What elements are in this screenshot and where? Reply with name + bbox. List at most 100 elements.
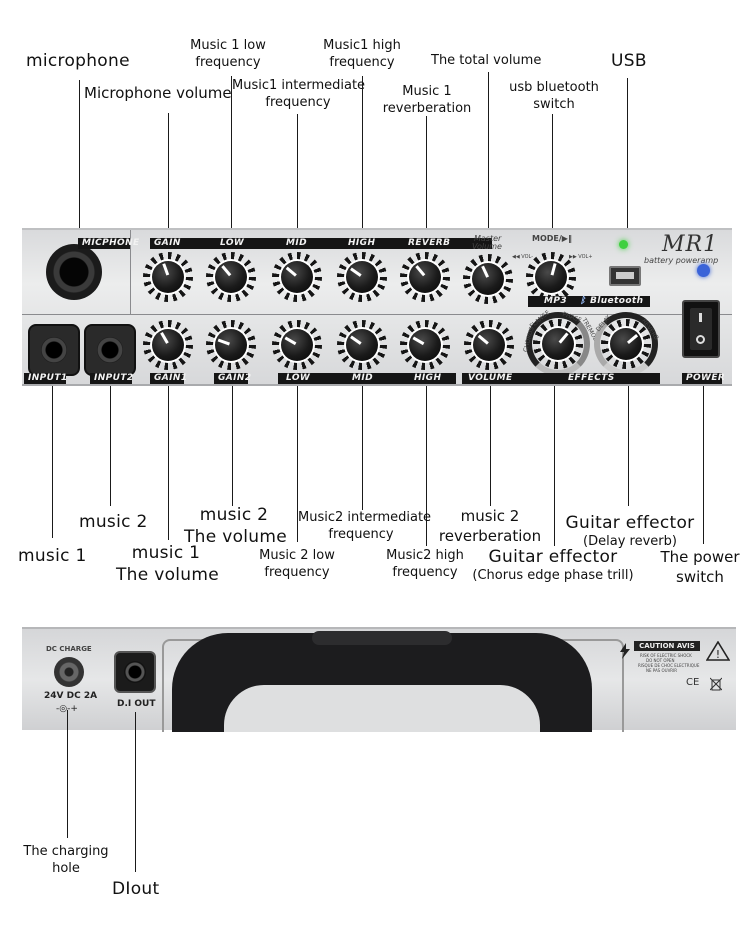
label-high2: HIGH [414, 373, 442, 383]
volume2-knob[interactable] [464, 320, 514, 370]
svg-text:!: ! [716, 648, 720, 661]
bluetooth-icon: ᛒ [580, 296, 586, 306]
leader-music2 [110, 386, 112, 506]
leader-mic-volume [168, 113, 170, 249]
leader-total-volume [488, 72, 490, 252]
usb-led [619, 240, 628, 249]
master-volume-knob[interactable] [463, 254, 513, 304]
low2-knob[interactable] [272, 320, 322, 370]
low-knob[interactable] [206, 252, 256, 302]
callout-music1-volume: music 1 The volume [116, 542, 219, 586]
input2-jack[interactable] [84, 324, 136, 376]
label-low: LOW [220, 238, 245, 248]
brand-logo: MR1 [662, 232, 719, 257]
label-master-volume: Volume [472, 242, 502, 251]
carry-handle[interactable] [172, 631, 592, 732]
leader-usb-bt [552, 114, 554, 244]
callout-music2-low: Music 2 low frequency [252, 548, 342, 582]
label-master: Master [474, 234, 502, 243]
reverb-knob[interactable] [400, 252, 450, 302]
callout-music2-reverb-line2: reverberation [438, 526, 542, 545]
leader-power [703, 386, 705, 544]
leader-music2-volume [232, 386, 234, 506]
label-mid2: MID [352, 373, 373, 383]
back-panel: DC CHARGE 24V DC 2A -◎-+ D.I OUT CAUTION… [22, 627, 736, 732]
leader-music2-high [426, 386, 428, 546]
callout-usb-bluetooth-line1: usb bluetooth [509, 80, 599, 95]
power-led [697, 264, 710, 277]
input1-jack[interactable] [28, 324, 80, 376]
leader-music2-low [297, 386, 299, 542]
callout-usb: USB [611, 51, 647, 71]
callout-power-switch: The power switch [656, 548, 744, 587]
callout-usb-bluetooth-line2: switch [533, 96, 575, 112]
callout-music1-reverb-line1: Music 1 [402, 84, 452, 99]
callout-music1-volume-line2: The volume [116, 565, 219, 586]
callout-music2-volume-line1: music 2 [199, 505, 269, 525]
callout-music2-high-line1: Music2 high [386, 548, 464, 563]
mp3-bluetooth-bar: MP3 ᛒ Bluetooth [528, 296, 650, 307]
mid-knob[interactable] [272, 252, 322, 302]
gain2-knob[interactable] [206, 320, 256, 370]
high-knob[interactable] [337, 252, 387, 302]
di-out-jack[interactable] [114, 651, 156, 693]
callout-power-line2: switch [676, 567, 724, 586]
gain1-knob[interactable] [143, 320, 193, 370]
callout-music1-intermediate: Music1 intermediate frequency [232, 78, 366, 112]
label-input1: INPUT1 [24, 373, 67, 384]
leader-diout [135, 712, 137, 872]
label-gain2: GAIN2 [214, 373, 251, 384]
leader-music1 [52, 386, 54, 538]
top-label-bar: GAIN LOW MID HIGH REVERB [150, 238, 492, 249]
eq2-label-bar: LOW MID HIGH [278, 373, 456, 384]
volume-effects-bar: VOLUME EFFECTS [462, 373, 660, 384]
callout-music1-low: Music 1 low frequency [178, 38, 278, 72]
callout-usb-bluetooth: usb bluetooth switch [502, 80, 606, 114]
callout-charging-line1: The charging [23, 844, 109, 859]
callout-music2-low-line2: frequency [264, 564, 330, 580]
label-di-out: D.I OUT [117, 699, 156, 709]
mode-knob[interactable] [526, 252, 576, 302]
callout-total-volume: The total volume [431, 53, 542, 68]
leader-guitar-delay [628, 386, 630, 506]
callout-music2-high-line2: frequency [392, 564, 458, 580]
callout-music1-low-line2: frequency [195, 54, 261, 70]
callout-microphone-volume: Microphone volume [84, 84, 232, 102]
usb-port[interactable] [609, 266, 641, 286]
callout-music1-high-line2: frequency [329, 54, 395, 70]
delay-effect-knob[interactable] [601, 319, 651, 369]
callout-charging-line2: hole [52, 860, 80, 876]
warning-text-3: RISQUE DE CHOC ELECTRIQUE [638, 663, 700, 668]
callout-music1-intermediate-line1: Music1 intermediate [232, 78, 366, 93]
leader-music1-volume [168, 386, 170, 540]
callout-music2-intermediate: Music2 intermediate frequency [298, 510, 431, 544]
label-reverb: REVERB [408, 238, 451, 248]
callout-microphone: microphone [26, 51, 130, 71]
callout-music1-volume-line1: music 1 [131, 543, 201, 563]
leader-music2-reverb [490, 386, 492, 506]
microphone-jack[interactable] [46, 244, 102, 300]
power-switch[interactable] [682, 300, 720, 358]
callout-diout: DIout [112, 879, 160, 899]
charging-port[interactable] [54, 657, 84, 687]
callout-music1: music 1 [18, 546, 87, 566]
callout-music1-reverb-line2: reverberation [382, 100, 472, 116]
brand-subtitle: battery poweramp [644, 256, 719, 265]
ce-mark: CE [686, 677, 700, 688]
mid2-knob[interactable] [337, 320, 387, 370]
callout-guitar-chorus: Guitar effector (Chorus edge phase trill… [468, 546, 638, 585]
front-panel: MICPHONE GAIN LOW MID HIGH REVERB Master… [22, 228, 732, 386]
callout-guitar-delay: Guitar effector (Delay reverb) [562, 512, 698, 551]
callout-guitar-chorus-line1: Guitar effector [488, 547, 618, 567]
label-gain: GAIN [154, 238, 181, 248]
gain-knob[interactable] [143, 252, 193, 302]
callout-music2-low-line1: Music 2 low [259, 548, 335, 563]
polarity-icon: -◎-+ [56, 704, 78, 714]
high2-knob[interactable] [400, 320, 450, 370]
chorus-effect-knob[interactable] [533, 319, 583, 369]
label-volume: VOLUME [468, 373, 513, 383]
leader-usb [627, 78, 629, 236]
label-mp3: MP3 [544, 296, 568, 306]
mic-divider [130, 230, 131, 314]
label-high: HIGH [348, 238, 376, 248]
